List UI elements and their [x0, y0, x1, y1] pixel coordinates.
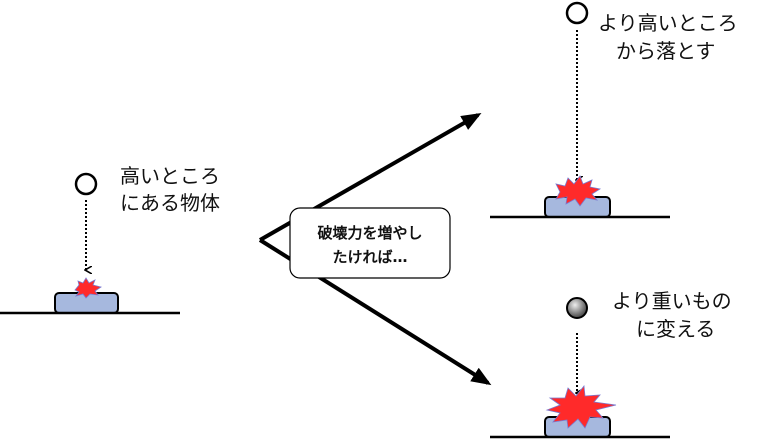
- question-line2: たければ…: [332, 248, 407, 266]
- ball-icon: [565, 1, 589, 25]
- left-label-line1: 高いところ: [120, 164, 220, 188]
- impact-burst-icon: [555, 175, 602, 207]
- left-scene: 高いところ にある物体: [0, 164, 220, 315]
- ball-icon: [74, 172, 98, 196]
- left-label-line2: にある物体: [120, 191, 220, 215]
- higher-label-line2: から落とす: [616, 39, 715, 63]
- question-box: 破壊力を増やし たければ…: [289, 207, 451, 279]
- higher-label-line1: より高いところ: [598, 11, 738, 35]
- heavier-label-line2: に変える: [636, 317, 715, 341]
- heavy-ball-icon: [566, 297, 588, 319]
- higher-scene: より高いところ から落とす: [490, 1, 738, 219]
- impact-burst-icon: [545, 384, 617, 429]
- heavier-label-line1: より重いもの: [612, 289, 732, 313]
- heavier-scene: より重いもの に変える: [490, 289, 732, 439]
- question-line1: 破壊力を増やし: [317, 224, 422, 242]
- impact-burst-icon: [74, 277, 102, 299]
